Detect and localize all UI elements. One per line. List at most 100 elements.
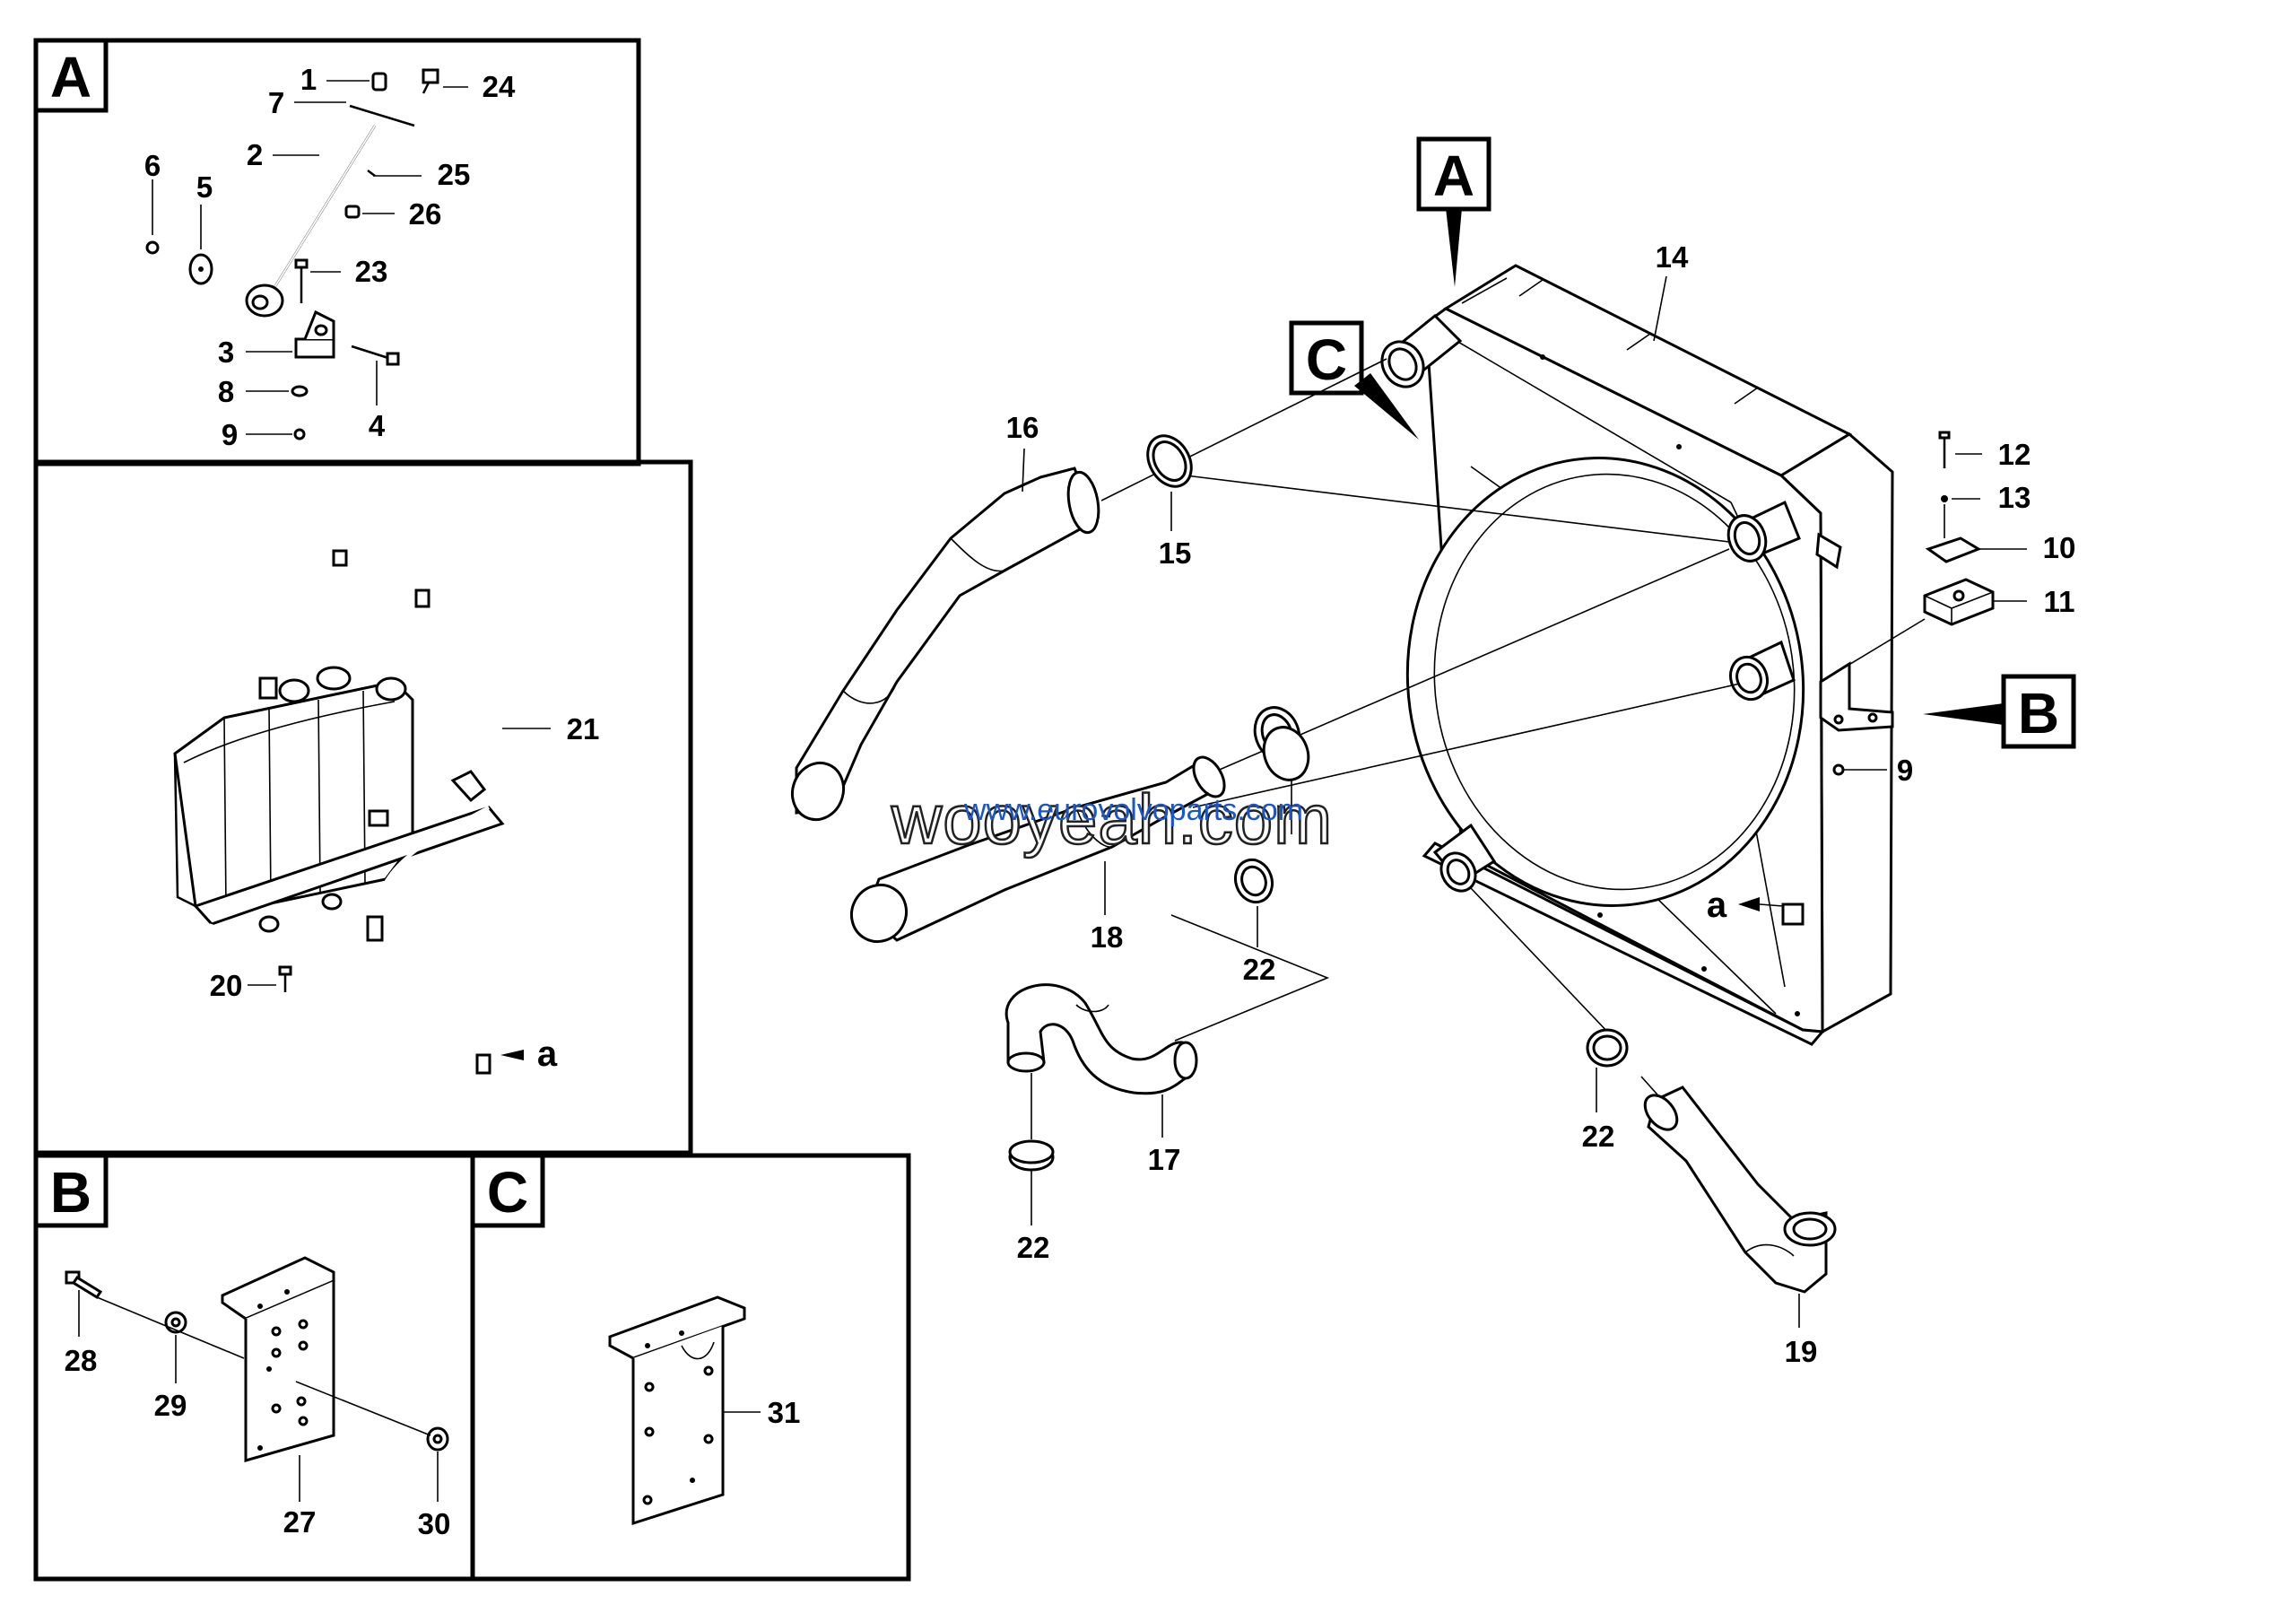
part-9-nut-main — [1832, 763, 1845, 776]
callout-26: 26 — [409, 197, 442, 231]
view-marker-c-box — [1289, 320, 1364, 396]
callout-8: 8 — [218, 375, 234, 408]
callout-22-right: 22 — [1582, 1120, 1615, 1153]
view-marker-b: B — [2018, 681, 2059, 746]
panel-c-letter: C — [487, 1160, 528, 1225]
part-20-screw — [278, 965, 292, 992]
part-9-nut — [293, 428, 306, 440]
panel-c-frame — [470, 1153, 911, 1582]
radiator-port-top-left — [1380, 313, 1463, 388]
callout-12: 12 — [1998, 438, 2031, 471]
panel-c-letter-box — [470, 1153, 545, 1228]
part-17-hose — [1004, 983, 1198, 1095]
callout-29: 29 — [154, 1389, 187, 1422]
callout-24: 24 — [483, 70, 516, 103]
radiator-port-upper-right — [1726, 500, 1801, 562]
view-marker-c: C — [1306, 327, 1347, 392]
part-31-bracket — [608, 1295, 746, 1526]
radiator-side-bracket — [1819, 661, 1894, 732]
callout-13: 13 — [1998, 481, 2031, 514]
part-4-bolt — [351, 344, 400, 366]
radiator-port-lower-right — [1728, 640, 1796, 702]
radiator-drain-valve — [1781, 903, 1805, 926]
callout-18: 18 — [1091, 920, 1124, 954]
panel-b-letter: B — [50, 1160, 91, 1225]
callout-5: 5 — [196, 170, 213, 204]
callout-22-bottom: 22 — [1017, 1231, 1050, 1264]
callout-14: 14 — [1656, 240, 1689, 274]
panel-c-drawing: 31 — [608, 1295, 801, 1526]
part-18-hose — [849, 755, 1226, 944]
part-28-bolt — [65, 1270, 103, 1300]
part-12-bolt — [1938, 431, 1951, 468]
part-6-nut — [145, 240, 160, 255]
callout-1: 1 — [300, 63, 317, 96]
part-8-washer — [291, 385, 309, 397]
panel-a-drawing: 1 7 24 2 6 5 25 26 23 3 8 9 4 — [144, 63, 516, 451]
callout-23: 23 — [355, 255, 388, 288]
callout-28: 28 — [65, 1344, 98, 1377]
callout-17: 17 — [1148, 1143, 1181, 1176]
callout-31: 31 — [768, 1396, 801, 1429]
ref-a-main: a — [1707, 885, 1727, 925]
part-22-clamp-middle — [1233, 858, 1274, 904]
panel-b-drawing: 28 29 27 30 — [65, 1256, 451, 1540]
tank-support-bracket — [193, 770, 505, 933]
callout-22-middle: 22 — [1243, 953, 1276, 986]
callout-30: 30 — [418, 1507, 451, 1540]
hoses-and-clamps: 16 15 18 22 17 22 22 19 — [791, 358, 1837, 1368]
callout-20: 20 — [210, 969, 243, 1002]
part-11-damper — [1923, 578, 1995, 626]
panel-tank-frame — [33, 459, 693, 1155]
part-24-bolt — [422, 68, 439, 94]
callout-11: 11 — [2044, 585, 2075, 618]
part-3-bracket — [294, 310, 335, 359]
radiator-port-bottom — [1432, 823, 1497, 893]
radiator-assembly: A C B — [1289, 136, 2076, 1046]
callout-3: 3 — [218, 336, 234, 369]
callout-21: 21 — [567, 712, 600, 746]
panel-a-letter-box — [33, 38, 109, 113]
part-23-screw — [294, 258, 309, 303]
callout-4: 4 — [369, 409, 386, 442]
fan-shroud-ring — [1405, 457, 1805, 907]
callout-19: 19 — [1785, 1335, 1818, 1368]
part-30-nut — [426, 1426, 449, 1452]
callout-25: 25 — [438, 158, 471, 191]
callout-10: 10 — [2043, 531, 2076, 564]
hose-16-end — [791, 761, 845, 822]
part-clamp-upper-18 — [1253, 706, 1310, 781]
callout-16: 16 — [1006, 411, 1039, 444]
part-10-plate — [1925, 536, 1982, 563]
part-19-hose — [1643, 1086, 1837, 1294]
watermark-url: www.eurovolvoparts.com — [963, 793, 1303, 827]
view-marker-a: A — [1433, 144, 1474, 208]
callout-2: 2 — [247, 138, 263, 171]
part-grommet — [245, 283, 284, 318]
callout-7: 7 — [268, 86, 284, 119]
part-26-bushing — [344, 205, 361, 219]
part-15-clamp — [1146, 434, 1193, 488]
part-22-clamp-bottom — [1008, 1139, 1055, 1172]
part-25-pin — [367, 170, 376, 177]
ref-a-tank: a — [537, 1034, 558, 1074]
callout-27: 27 — [283, 1505, 317, 1539]
panel-a-letter: A — [50, 45, 91, 109]
part-16-hose — [791, 467, 1100, 822]
part-22-clamp-right — [1586, 1028, 1629, 1068]
panel-a-frame — [33, 38, 641, 467]
panel-b-letter-box — [33, 1153, 109, 1228]
hose-18-end — [849, 883, 909, 944]
part-13-washer — [1941, 495, 1948, 502]
part-14-radiator — [1405, 264, 1894, 1046]
ref-a-arrow-tank — [500, 1050, 524, 1060]
panel-tank-drawing: 21 20 a — [98, 549, 600, 1075]
part-7-handle — [349, 104, 415, 127]
callout-9-main: 9 — [1897, 754, 1913, 787]
callout-9: 9 — [222, 418, 238, 451]
part-27-bracket — [221, 1256, 335, 1462]
callout-6: 6 — [144, 149, 161, 182]
part-1-cap — [371, 72, 387, 92]
watermark: wooyeah.com www.eurovolvoparts.com — [890, 779, 1334, 860]
